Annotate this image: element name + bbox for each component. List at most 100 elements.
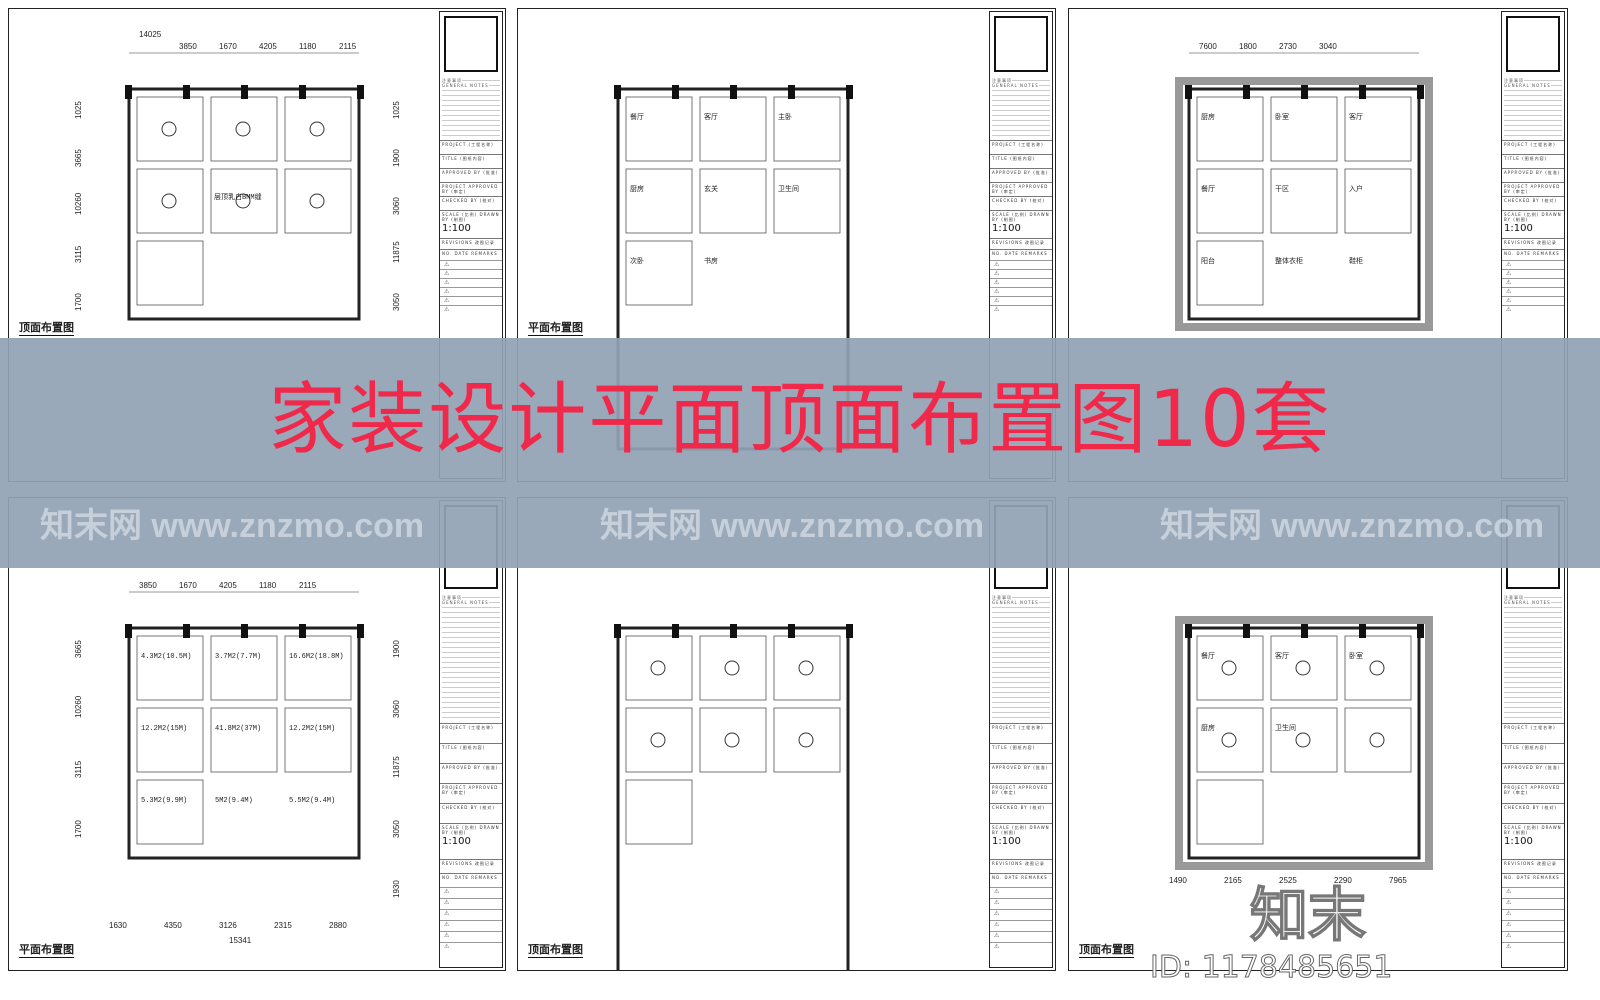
tb-project: PROJECT (工程名称): [1502, 140, 1564, 154]
room-label: 次卧: [630, 256, 644, 266]
dimension-total: 15341: [229, 936, 252, 945]
tb-approved: APPROVED BY (批准): [990, 168, 1052, 182]
revision-row: ⚠: [440, 887, 502, 898]
dimension-label: 7965: [1389, 876, 1407, 885]
scale-label: SCALE (比例) DRAWN BY (制图): [1504, 825, 1562, 835]
room-outline: [773, 635, 841, 701]
ceiling-light: [235, 121, 251, 137]
scale-label: SCALE (比例) DRAWN BY (制图): [1504, 212, 1562, 222]
notes-title: 注意事项: [442, 595, 462, 600]
wall-column: [614, 624, 621, 638]
outer-wall: [1187, 626, 1421, 860]
revision-row: ⚠: [990, 296, 1052, 305]
dimension-label: 3060: [392, 197, 401, 215]
room-outline: [1196, 635, 1264, 701]
room-outline: [136, 707, 204, 773]
wall-column: [1185, 85, 1192, 99]
title-banner: [0, 338, 1600, 568]
revision-row: ⚠: [1502, 278, 1564, 287]
wall-column: [1185, 624, 1192, 638]
scale-value: 1:100: [1504, 223, 1533, 234]
tb-project_approved: PROJECT APPROVED BY (审定): [990, 783, 1052, 803]
wall-column: [125, 624, 132, 638]
scale-value: 1:100: [442, 836, 471, 847]
room-label: 卫生间: [778, 184, 799, 194]
room-outline: [1270, 168, 1338, 234]
dimension-label: 3665: [74, 640, 83, 658]
tb-title: TITLE (图纸内容): [990, 154, 1052, 168]
room-outline: [699, 168, 767, 234]
wall-column: [299, 624, 306, 638]
room-outline: [625, 240, 693, 306]
tb-project_approved: PROJECT APPROVED BY (审定): [1502, 182, 1564, 196]
room-outline: [1196, 779, 1264, 845]
ceiling-light: [1221, 660, 1237, 676]
general-notes-title: GENERAL NOTES: [442, 600, 489, 605]
scale-value: 1:100: [1504, 836, 1533, 847]
revision-row: ⚠: [1502, 909, 1564, 920]
room-outline: [1196, 96, 1264, 162]
dimension-label: 2290: [1334, 876, 1352, 885]
tb-project_approved: PROJECT APPROVED BY (审定): [440, 182, 502, 196]
room-label: 3.7M2(7.7M): [215, 653, 261, 661]
wall-column: [1301, 85, 1308, 99]
tb-rev-header: NO. DATE REMARKS: [990, 873, 1052, 887]
dimension-label: 1490: [1169, 876, 1187, 885]
outer-wall-hatch: [1175, 77, 1433, 331]
dimension-label: 1900: [392, 640, 401, 658]
scale-value: 1:100: [992, 836, 1021, 847]
wall-column: [614, 85, 621, 99]
room-label: 阳台: [1201, 256, 1215, 266]
room-label: 客厅: [704, 112, 718, 122]
room-label: 入户: [1349, 184, 1363, 194]
logo-box: [444, 16, 498, 72]
ceiling-light: [1295, 732, 1311, 748]
wall-column: [241, 624, 248, 638]
revision-row: ⚠: [990, 287, 1052, 296]
tb-revisions: REVISIONS 改图记录: [990, 859, 1052, 873]
tb-project: PROJECT (工程名称): [1502, 723, 1564, 743]
room-outline: [136, 240, 204, 306]
revision-row: ⚠: [440, 942, 502, 953]
ceiling-light: [161, 121, 177, 137]
room-label: 餐厅: [630, 112, 644, 122]
outer-wall: [616, 626, 850, 970]
tb-revisions: REVISIONS 改图记录: [1502, 859, 1564, 873]
dimension-label: 3850: [139, 581, 157, 590]
tb-approved: APPROVED BY (批准): [1502, 763, 1564, 783]
dimension-label: 10260: [74, 695, 83, 718]
room-outline: [284, 707, 352, 773]
revision-row: ⚠: [1502, 887, 1564, 898]
sheet-label: 顶面布置图: [528, 943, 583, 958]
ceiling-note: 层顶乳白BMM缝: [214, 192, 262, 202]
dimension-label: 4205: [219, 581, 237, 590]
room-label: 卧室: [1349, 651, 1363, 661]
tb-project_approved: PROJECT APPROVED BY (审定): [990, 182, 1052, 196]
room-outline: [136, 635, 204, 701]
scale-label: SCALE (比例) DRAWN BY (制图): [992, 825, 1050, 835]
room-outline: [625, 168, 693, 234]
general-notes-title: GENERAL NOTES: [992, 83, 1039, 88]
ceiling-light: [1295, 660, 1311, 676]
tb-revisions: REVISIONS 改图记录: [990, 238, 1052, 249]
revision-row: ⚠: [1502, 942, 1564, 953]
image-id-watermark: ID: 1178485651: [1149, 950, 1393, 986]
dimension-label: 1670: [219, 42, 237, 51]
ceiling-light: [650, 660, 666, 676]
ceiling-light: [309, 121, 325, 137]
tb-scale: SCALE (比例) DRAWN BY (制图)1:100: [440, 823, 502, 859]
dimension-label: 1180: [259, 581, 277, 590]
watermark-site: www.znzmo.com: [1271, 507, 1545, 545]
revision-row: ⚠: [990, 887, 1052, 898]
dimension-label: 1900: [392, 149, 401, 167]
room-outline: [284, 168, 352, 234]
watermark-brand: 知末网: [1160, 507, 1262, 545]
room-outline: [1344, 168, 1412, 234]
